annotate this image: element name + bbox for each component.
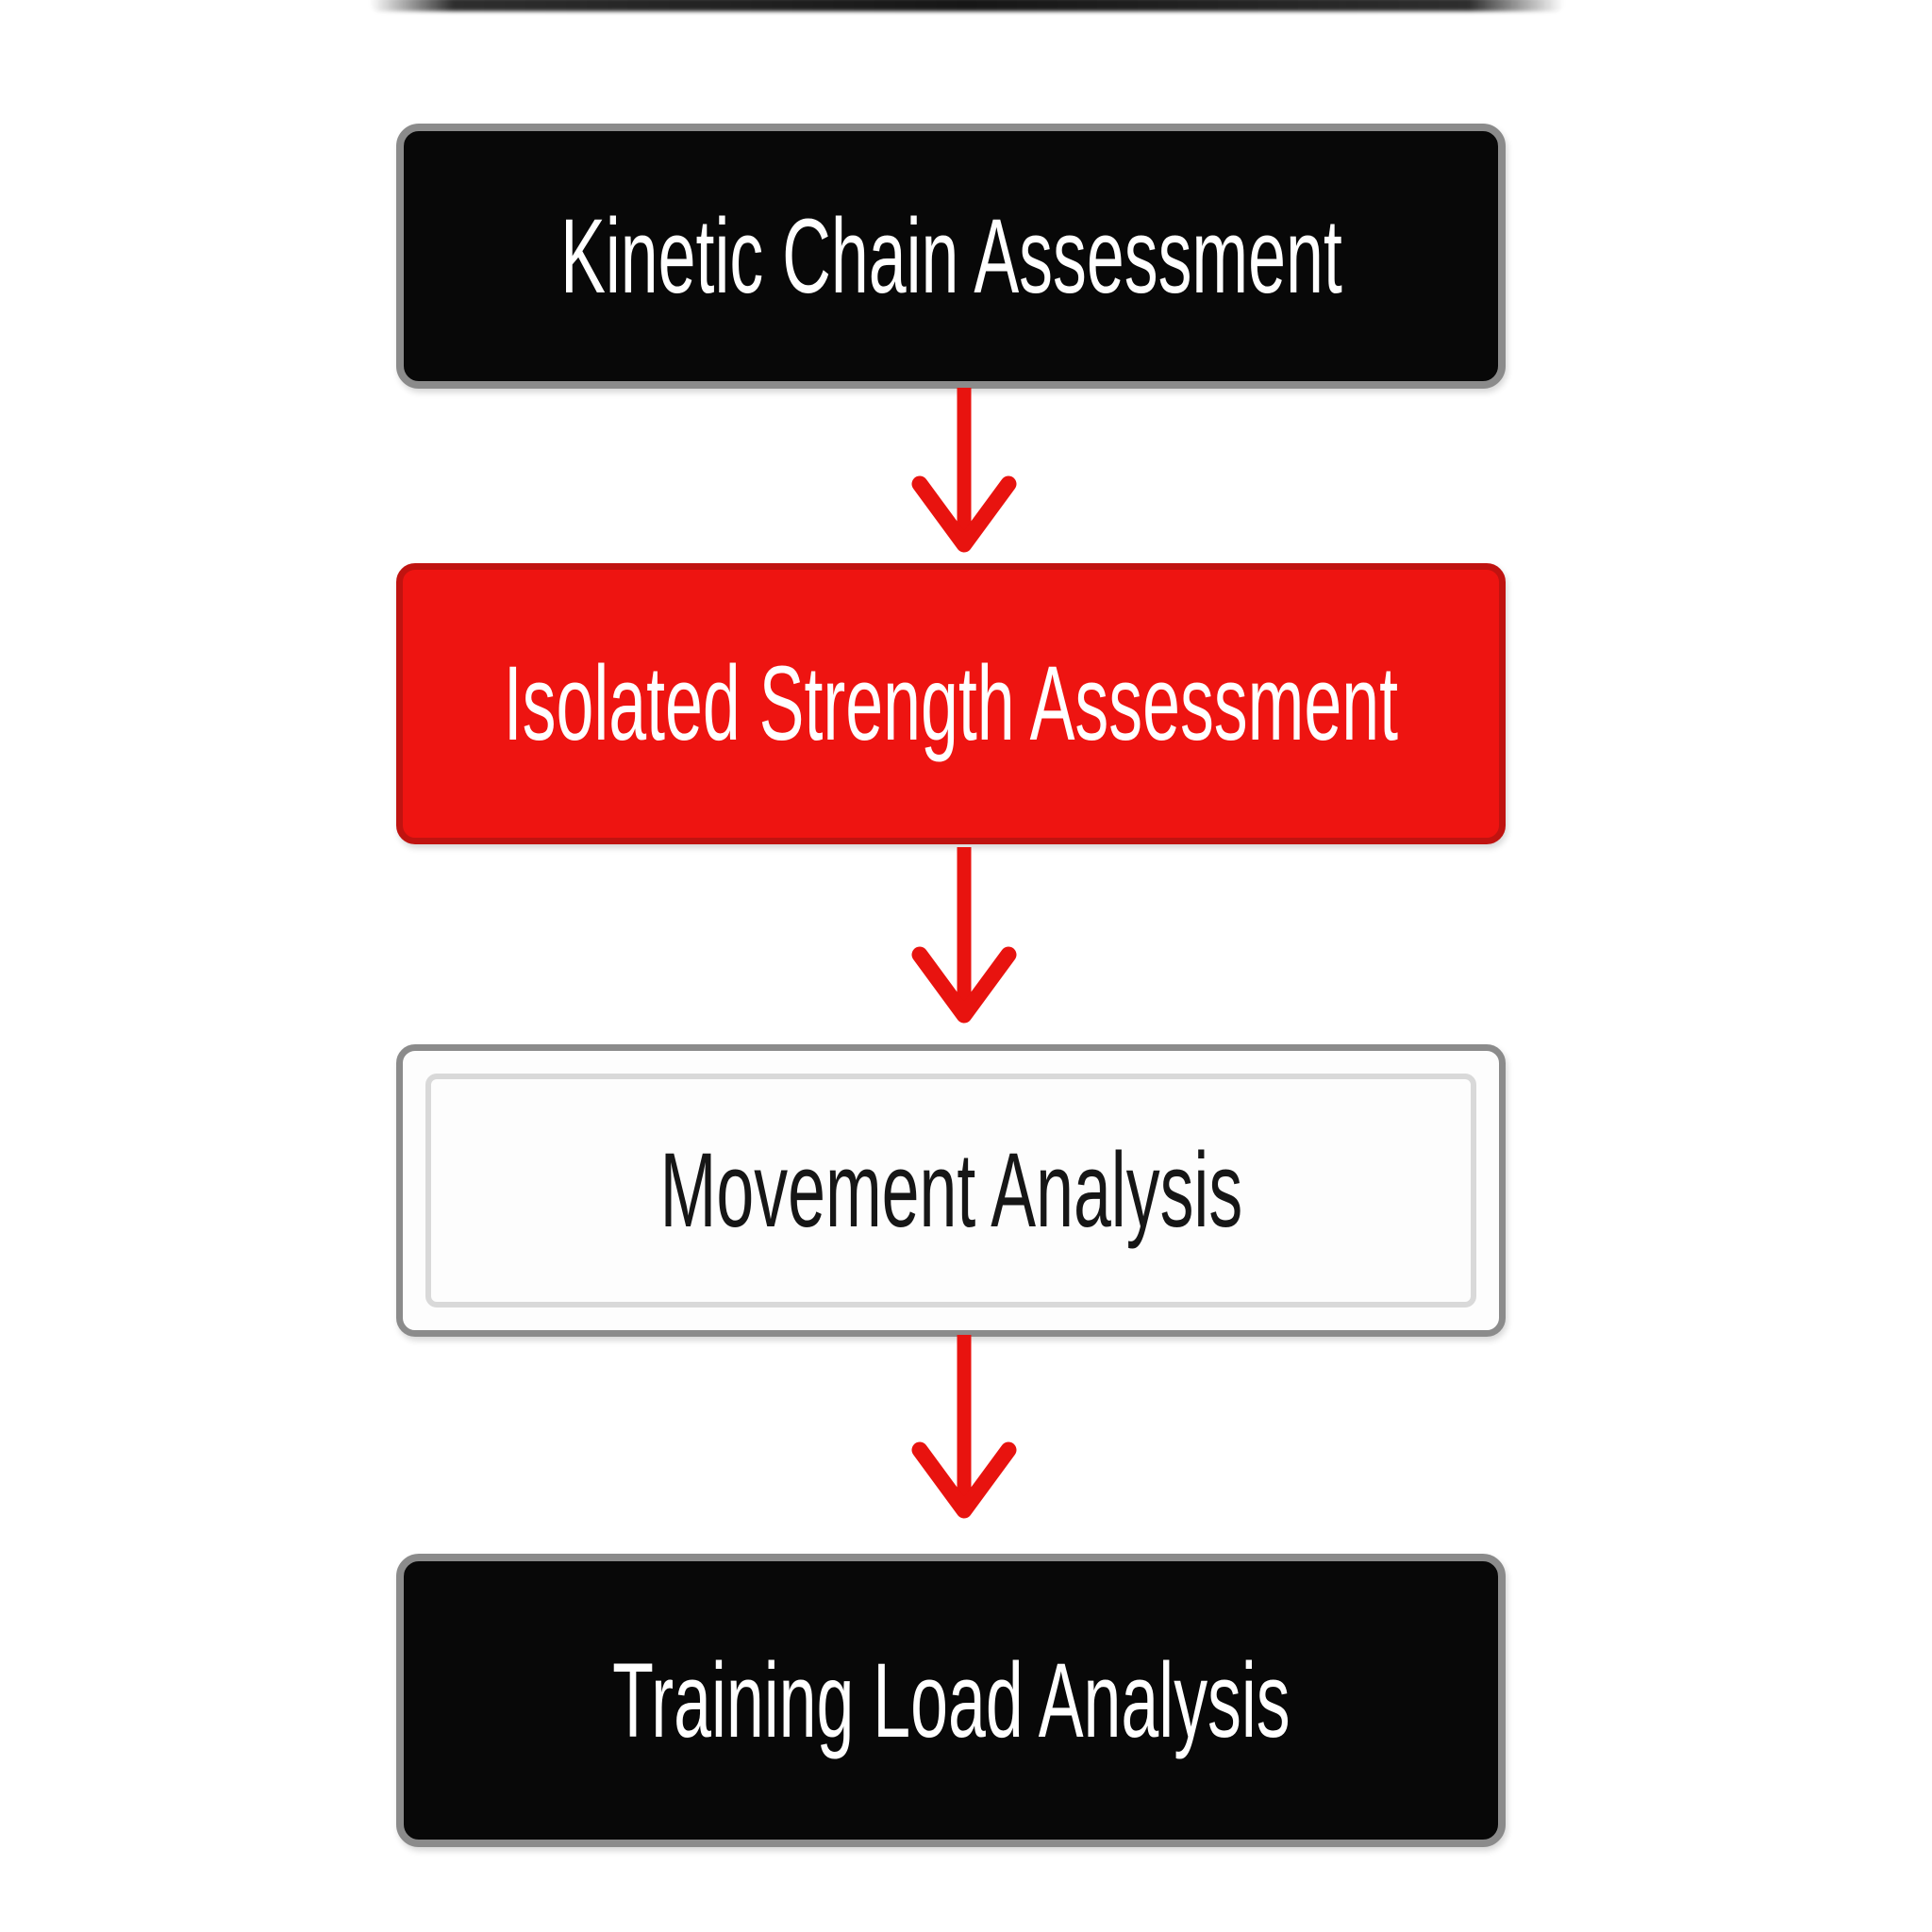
node-label: Kinetic Chain Assessment xyxy=(559,196,1342,315)
node-label: Training Load Analysis xyxy=(611,1641,1291,1759)
flowchart-node-kinetic-chain-assessment: Kinetic Chain Assessment xyxy=(396,124,1506,389)
inner-frame: Movement Analysis xyxy=(425,1074,1476,1307)
flowchart-node-movement-analysis: Movement Analysis xyxy=(396,1044,1506,1337)
top-edge-artifact xyxy=(370,0,1564,11)
flowchart-node-training-load-analysis: Training Load Analysis xyxy=(396,1554,1506,1847)
down-arrow-icon xyxy=(911,1335,1017,1519)
flowchart-node-isolated-strength-assessment: Isolated Strength Assessment xyxy=(396,563,1506,844)
node-label: Isolated Strength Assessment xyxy=(503,644,1399,762)
down-arrow-icon xyxy=(911,388,1017,553)
down-arrow-icon xyxy=(911,847,1017,1024)
node-label: Movement Analysis xyxy=(659,1131,1242,1249)
